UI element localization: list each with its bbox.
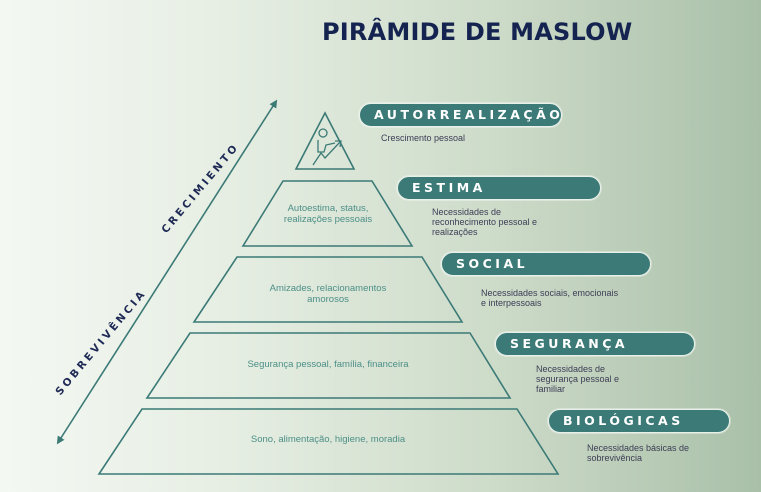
- level-desc-estima: Necessidades de reconhecimento pessoal e…: [432, 207, 537, 237]
- level-pill-seguranca: SEGURANÇA: [495, 332, 695, 356]
- layer-text-line: Amizades, relacionamentos: [269, 283, 387, 294]
- layer-text-social: Amizades, relacionamentos amorosos: [238, 283, 418, 305]
- layer-text-line: amorosos: [307, 294, 349, 305]
- level-desc-biologicas: Necessidades básicas de sobrevivência: [587, 443, 689, 463]
- desc-line: reconhecimento pessoal e: [432, 217, 538, 227]
- pyramid-level-seguranca: [145, 332, 512, 399]
- level-desc-seguranca: Necessidades de segurança pessoal e fami…: [536, 364, 619, 394]
- level-desc-autorrealizacao: Crescimento pessoal: [381, 133, 466, 143]
- layer-text-seguranca: Segurança pessoal, família, financeira: [208, 359, 448, 370]
- pyramid-level-social: [192, 256, 464, 323]
- layer-text-line: Segurança pessoal, família, financeira: [247, 359, 409, 370]
- pyramid-level-biologicas: [97, 408, 560, 475]
- person-climbing-icon: [312, 128, 342, 166]
- desc-line: Necessidades de: [432, 207, 502, 217]
- level-pill-biologicas: BIOLÓGICAS: [548, 409, 730, 433]
- level-desc-social: Necessidades sociais, emocionais e inter…: [481, 288, 618, 308]
- layer-text-line: Autoestima, status,: [287, 203, 369, 214]
- pyramid-level-autorrealizacao: [294, 111, 356, 170]
- desc-line: Necessidades de: [536, 364, 606, 374]
- desc-line: realizações: [432, 227, 478, 237]
- level-pill-autorrealizacao: AUTORREALIZAÇÃO: [359, 103, 562, 127]
- double-arrow-icon: [56, 99, 278, 445]
- layer-text-line: Sono, alimentação, higiene, moradia: [250, 434, 406, 445]
- pyramid-level-estima: [241, 180, 414, 247]
- layer-text-line: realizações pessoais: [283, 214, 373, 225]
- desc-line: familiar: [536, 384, 566, 394]
- desc-line: sobrevivência: [587, 453, 643, 463]
- level-pill-social: SOCIAL: [441, 252, 651, 276]
- desc-line: segurança pessoal e: [536, 374, 620, 384]
- level-pill-estima: ESTIMA: [397, 176, 601, 200]
- layer-text-estima: Autoestima, status, realizações pessoais: [263, 203, 393, 225]
- desc-line: e interpessoais: [481, 298, 542, 308]
- layer-text-biologicas: Sono, alimentação, higiene, moradia: [208, 434, 448, 445]
- page-title: PIRÂMIDE DE MASLOW: [322, 18, 633, 46]
- desc-line: Necessidades sociais, emocionais: [481, 288, 619, 298]
- desc-line: Necessidades básicas de: [587, 443, 690, 453]
